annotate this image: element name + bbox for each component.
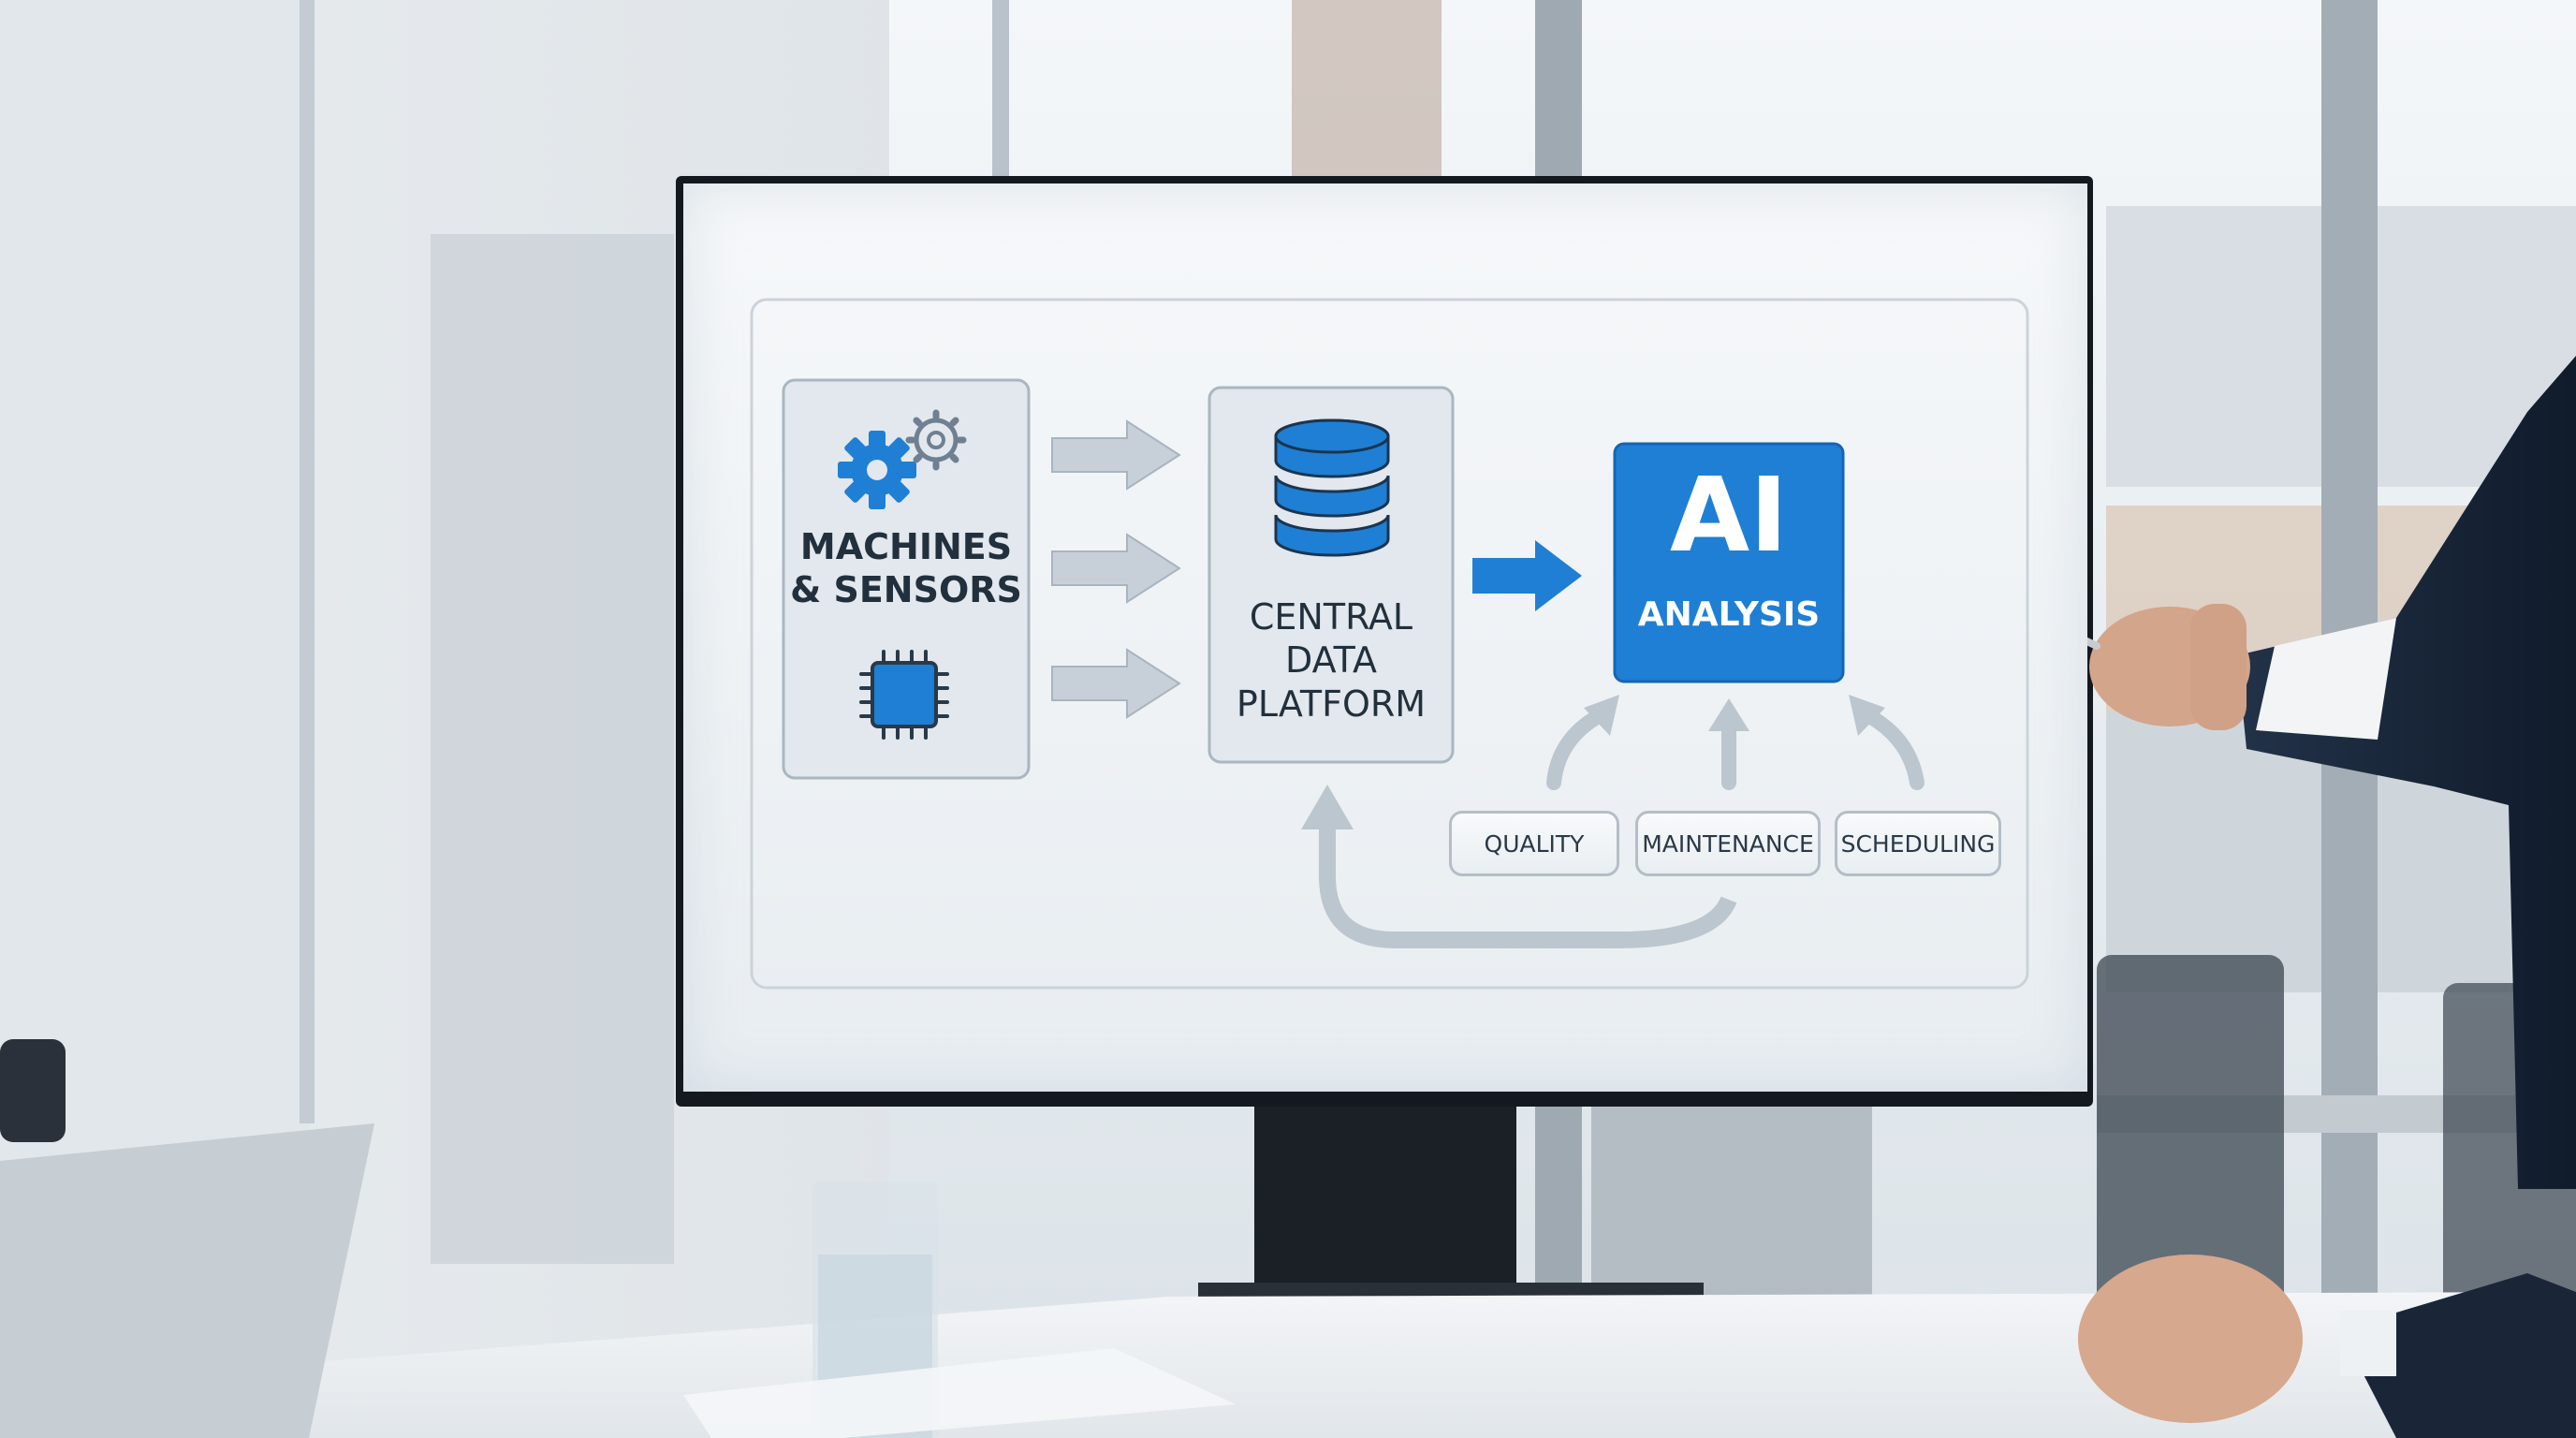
- central-data-platform-box: [1208, 386, 1455, 764]
- return-arrow-icon: [1319, 813, 1737, 948]
- platform-label-line3: PLATFORM: [1236, 682, 1427, 725]
- output-quality: QUALITY: [1449, 811, 1619, 876]
- chip-icon: [859, 650, 949, 740]
- gears-icon: [838, 409, 967, 509]
- diagram-frame: [750, 298, 2029, 990]
- database-icon: [1274, 418, 1390, 557]
- output-maintenance: MAINTENANCE: [1635, 811, 1821, 876]
- flow-diagram: [750, 298, 2029, 990]
- platform-label-line1: CENTRAL: [1249, 596, 1413, 638]
- ai-title: AI: [1669, 455, 1789, 575]
- ai-subtitle: ANALYSIS: [1637, 595, 1821, 634]
- machines-sensors-box: [782, 378, 1031, 780]
- machines-label-line2: & SENSORS: [790, 569, 1022, 611]
- machines-label-line1: MACHINES: [799, 526, 1013, 567]
- output-scheduling: SCHEDULING: [1835, 811, 2001, 876]
- arrow-right-icon: [1051, 419, 1181, 719]
- presentation-screen: MACHINES & SENSORS CENTRAL DATA PLATFORM…: [683, 183, 2087, 1092]
- ai-analysis-box: [1613, 442, 1845, 683]
- machines-sensors-label: MACHINES & SENSORS: [783, 525, 1029, 612]
- platform-label-line2: DATA: [1285, 639, 1377, 682]
- central-data-platform-label: CENTRAL DATA PLATFORM: [1209, 595, 1453, 726]
- arrow-right-icon: [1472, 540, 1582, 611]
